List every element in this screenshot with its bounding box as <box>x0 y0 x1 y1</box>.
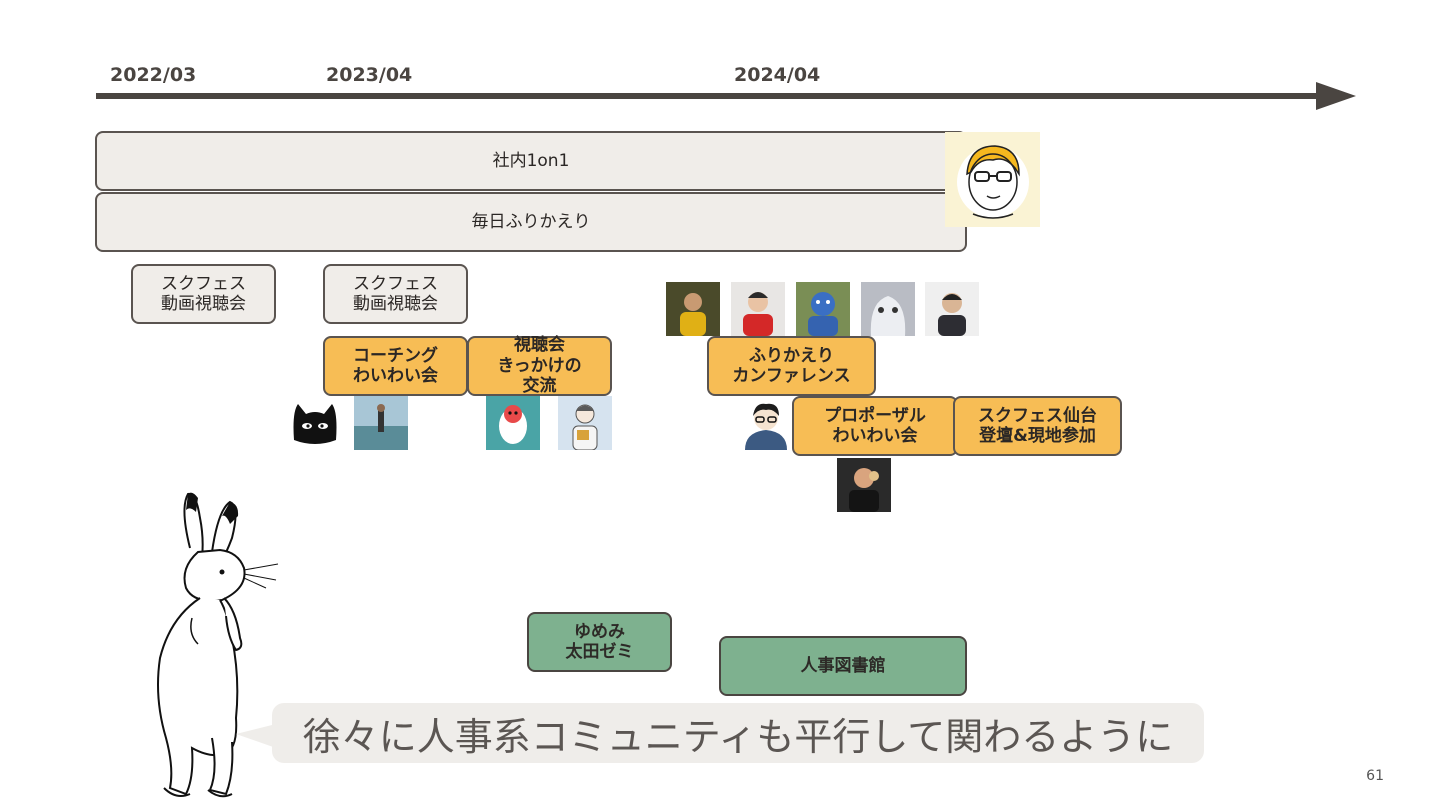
bar-internal-1on1: 社内1on1 <box>95 131 967 191</box>
bar-daily-retrospective: 毎日ふりかえり <box>95 192 967 252</box>
caption-text: 徐々に人事系コミュニティも平行して関わるように <box>302 714 1174 759</box>
avatar-person-3 <box>796 282 850 336</box>
avatar-bird-illustration <box>486 396 540 450</box>
avatar-glasses-hoodie <box>741 398 791 450</box>
event-coaching-meetup: コーチング わいわい会 <box>323 336 468 396</box>
event-yumemi-ota-seminar: ゆめみ 太田ゼミ <box>527 612 672 672</box>
avatar-event-photo <box>837 458 891 512</box>
caption-speech-bubble: 徐々に人事系コミュニティも平行して関わるように <box>272 703 1204 763</box>
avatar-black-cat <box>288 400 342 446</box>
avatar-person-1 <box>666 282 720 336</box>
caption-bubble-tail <box>236 724 276 748</box>
event-skufes-viewing-1: スクフェス 動画視聴会 <box>131 264 276 324</box>
date-label-2023-04: 2023/04 <box>326 64 413 86</box>
event-hr-library: 人事図書館 <box>719 636 967 696</box>
avatar-reading-illustration <box>558 396 612 450</box>
rabbit-illustration <box>140 488 290 803</box>
timeline-axis <box>96 93 1320 99</box>
event-skufes-sendai: スクフェス仙台 登壇&現地参加 <box>953 396 1122 456</box>
event-viewing-exchange: 視聴会 きっかけの 交流 <box>467 335 612 396</box>
date-label-2024-04: 2024/04 <box>734 64 821 86</box>
avatar-person-4 <box>861 282 915 336</box>
page-number: 61 <box>1366 768 1384 784</box>
event-retrospective-conference: ふりかえり カンファレンス <box>707 336 876 396</box>
timeline-arrow-head <box>1316 82 1356 110</box>
event-skufes-viewing-2: スクフェス 動画視聴会 <box>323 264 468 324</box>
avatar-beach-photo <box>354 396 408 450</box>
self-avatar <box>945 132 1040 227</box>
avatar-person-2 <box>731 282 785 336</box>
event-proposal-meetup: プロポーザル わいわい会 <box>792 396 958 456</box>
avatar-person-5 <box>925 282 979 336</box>
self-avatar-illustration <box>957 145 1029 219</box>
date-label-2022-03: 2022/03 <box>110 64 197 86</box>
